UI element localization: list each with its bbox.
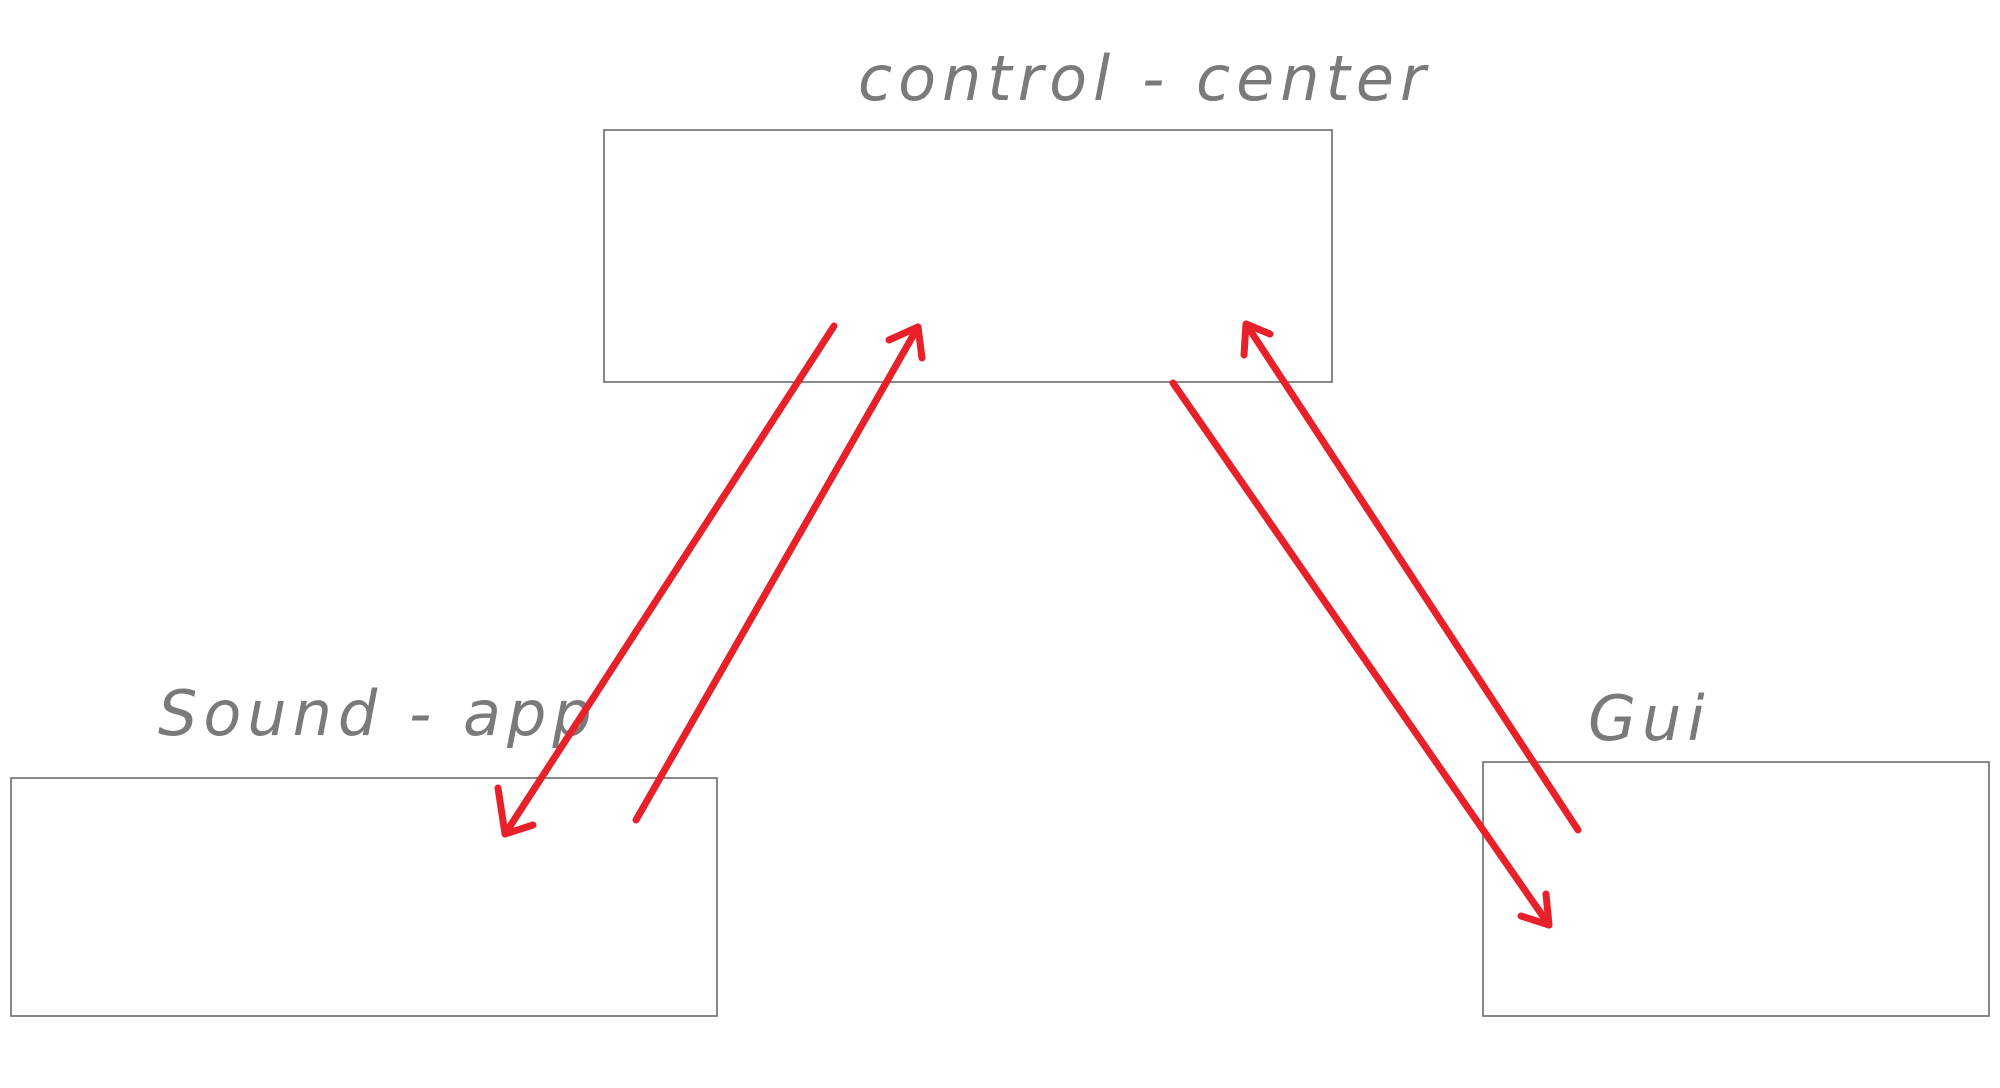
control-center-box[interactable] [603, 129, 1333, 383]
arrow-line [501, 322, 838, 838]
control-center-label: control - center [858, 42, 1432, 115]
sound-app-box[interactable] [10, 777, 718, 1017]
arrow-head-icon [494, 784, 537, 838]
edge-control-center-to-sound-app [494, 322, 838, 838]
edge-sound-app-to-control-center [632, 323, 926, 824]
edge-control-center-to-gui [1169, 379, 1553, 929]
arrow-head-icon [885, 323, 926, 362]
node-control-center[interactable]: control - center [603, 42, 1432, 383]
node-sound-app[interactable]: Sound - app [10, 677, 718, 1017]
arrow-head-icon [1517, 890, 1553, 929]
node-gui[interactable]: Gui [1482, 682, 1990, 1017]
sound-app-label: Sound - app [158, 677, 598, 750]
arrow-head-icon [1240, 320, 1274, 359]
arrow-line [1242, 320, 1582, 834]
gui-box[interactable] [1482, 761, 1990, 1017]
arrow-line [632, 323, 922, 824]
gui-label: Gui [1588, 682, 1711, 755]
edge-gui-to-control-center [1240, 320, 1582, 834]
arrow-line [1169, 379, 1553, 929]
